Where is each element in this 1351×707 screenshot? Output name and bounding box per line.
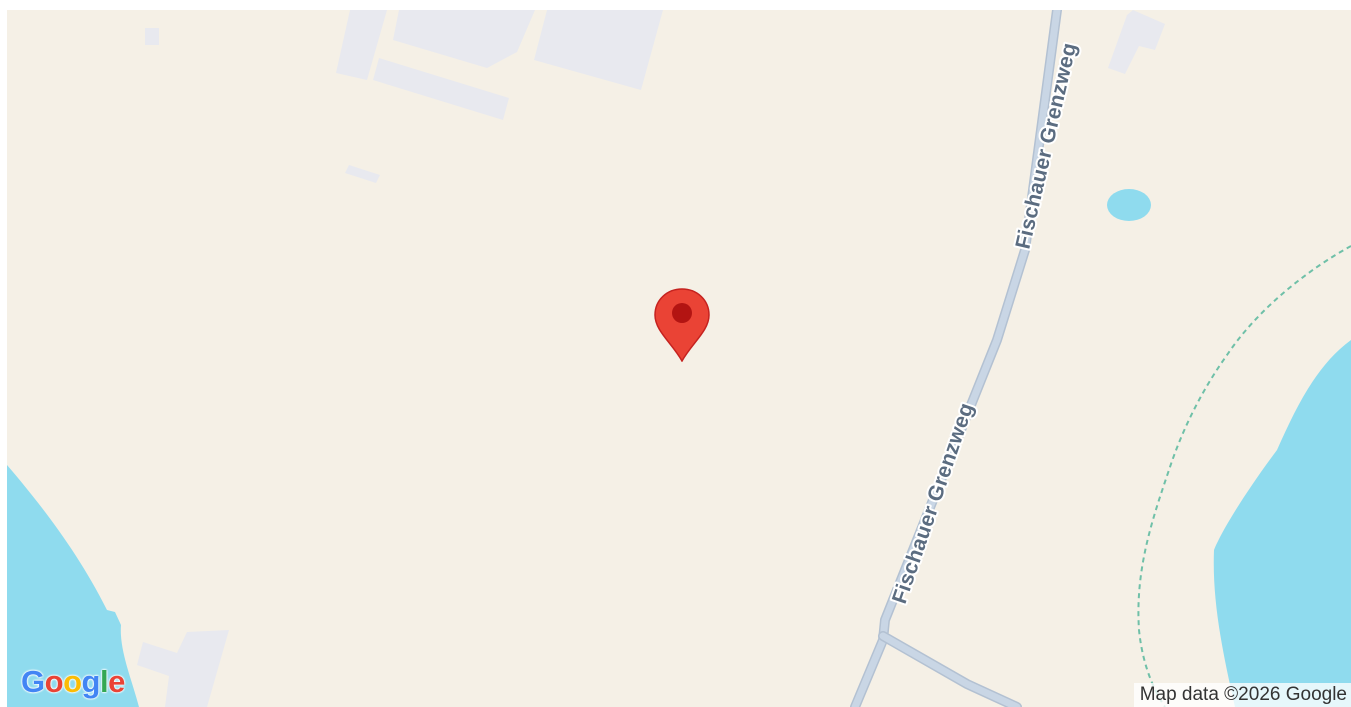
map-attribution: Map data ©2026 Google	[1133, 683, 1351, 707]
google-logo-letter: o	[44, 664, 64, 699]
google-logo-letter: g	[81, 664, 101, 699]
road-side-branch[interactable]	[878, 631, 1022, 707]
building	[345, 165, 380, 183]
google-logo-letter: o	[63, 664, 82, 699]
map-canvas[interactable]: Fischauer Grenzweg Fischauer Grenzweg Go…	[7, 10, 1351, 707]
water-lake-right	[1213, 340, 1351, 707]
google-logo-letter: G	[21, 664, 45, 699]
building	[1108, 10, 1165, 74]
water-lake-left	[7, 465, 139, 707]
building	[393, 10, 535, 68]
map-tiles[interactable]: Fischauer Grenzweg Fischauer Grenzweg	[7, 10, 1351, 707]
google-logo: Google	[21, 666, 125, 698]
building	[336, 10, 387, 80]
water-pond	[1107, 189, 1151, 221]
land-area	[7, 10, 1351, 707]
building	[534, 10, 663, 90]
map-pin-icon[interactable]	[654, 287, 710, 362]
building	[145, 28, 159, 45]
building	[373, 58, 509, 120]
google-logo-letter: e	[108, 664, 125, 699]
road-fischauer-grenzweg[interactable]	[850, 10, 1062, 707]
google-logo-letter: l	[99, 664, 109, 699]
building	[137, 630, 229, 707]
trail-path	[1137, 245, 1351, 707]
